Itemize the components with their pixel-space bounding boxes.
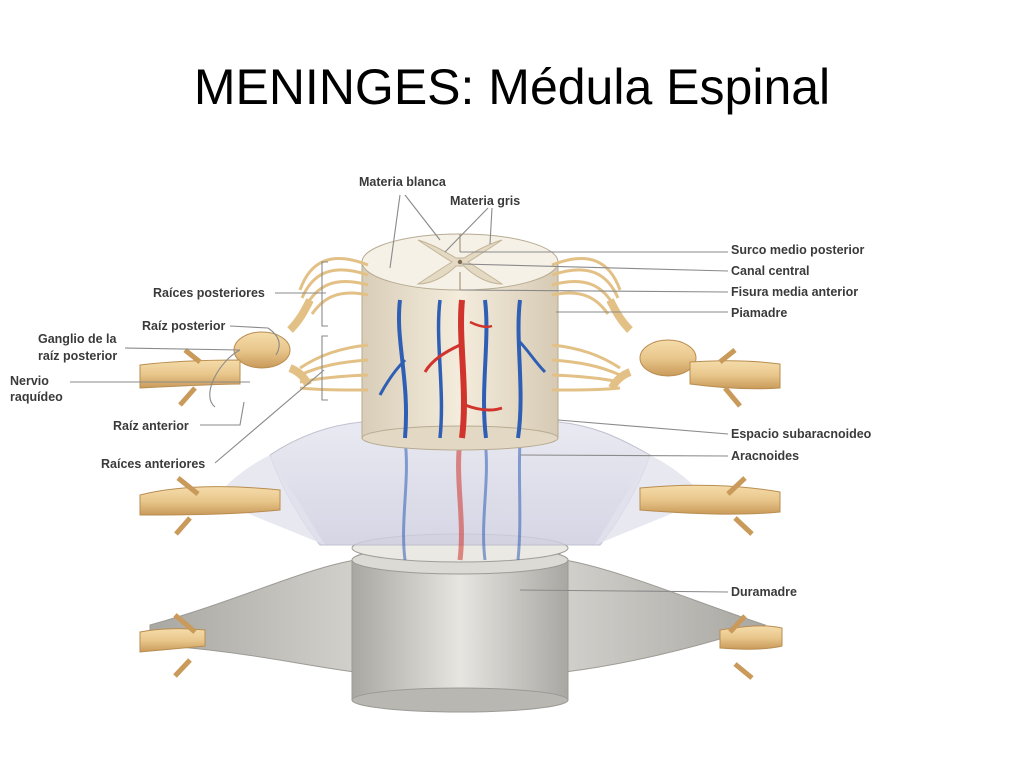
label-espacio-subaracnoideo: Espacio subaracnoideo (731, 427, 872, 441)
dorsal-root-ganglion-left (233, 331, 291, 369)
label-raiz-posterior: Raíz posterior (142, 319, 225, 333)
leader-lines (70, 194, 729, 593)
arachnoid-nerves (139, 476, 781, 536)
spinal-vessels (378, 299, 547, 439)
label-raiz-anterior: Raíz anterior (113, 419, 189, 433)
label-canal-central: Canal central (731, 264, 810, 278)
label-nervio-line2: raquídeo (10, 390, 63, 404)
label-nervio-line1: Nervio (10, 374, 49, 388)
label-ganglio-line1: Ganglio de la (38, 332, 118, 346)
label-aracnoides: Aracnoides (731, 449, 799, 463)
label-piamadre: Piamadre (731, 306, 787, 320)
label-materia-blanca: Materia blanca (359, 175, 447, 189)
spinal-nerve-right (606, 298, 781, 408)
label-fisura-media-anterior: Fisura media anterior (731, 285, 858, 299)
slide-title: MENINGES: Médula Espinal (193, 59, 831, 115)
dura-nerves (139, 613, 783, 680)
posterior-rootlets-left (298, 256, 369, 315)
central-canal-dot (457, 259, 463, 265)
spinal-nerve-left (139, 298, 314, 407)
vessels-through-arachnoid (402, 439, 522, 561)
label-surco-medio-posterior: Surco medio posterior (731, 243, 864, 257)
anatomy-labels: Materia blanca Materia gris Surco medio … (10, 175, 872, 599)
label-duramadre: Duramadre (731, 585, 797, 599)
label-ganglio-line2: raíz posterior (38, 349, 117, 363)
label-raices-anteriores: Raíces anteriores (101, 457, 205, 471)
dura-mater (149, 533, 767, 713)
label-raices-posteriores: Raíces posteriores (153, 286, 265, 300)
label-materia-gris: Materia gris (450, 194, 520, 208)
anterior-rootlets-right (551, 343, 621, 392)
